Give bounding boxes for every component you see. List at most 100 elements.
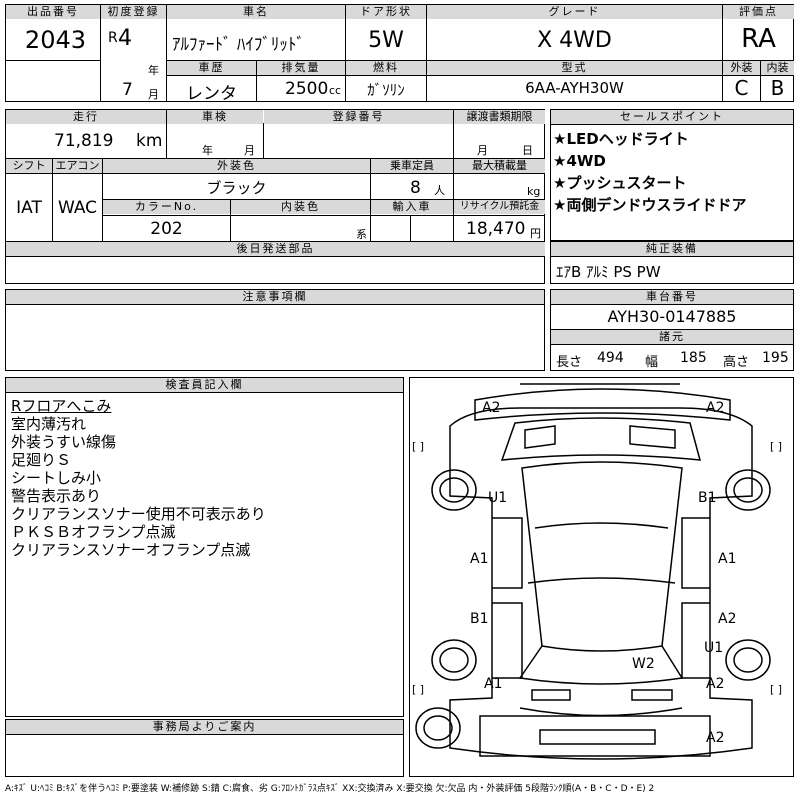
history-value: レンタ — [186, 84, 237, 104]
shift-value: IAT — [16, 198, 42, 218]
sales-point-1: ★LEDヘッドライト — [553, 130, 689, 148]
detail-block — [5, 109, 545, 284]
damage-a2-bottom-right: A2 — [706, 676, 725, 692]
damage-a1-mid-left: A1 — [470, 551, 489, 567]
damage-a1-mid-right: A1 — [718, 551, 737, 567]
dims-label: 諸元 — [551, 330, 793, 345]
inspector-note-8: ＰＫＳＢオフランプ点滅 — [11, 523, 176, 541]
door-label: ドア形状 — [346, 5, 426, 19]
reg-era: R — [108, 30, 118, 46]
width-value: 185 — [680, 350, 707, 366]
lot-label: 出品番号 — [6, 5, 100, 19]
load-label: 最大積載量 — [454, 159, 545, 173]
score-label: 評価点 — [723, 5, 794, 19]
top-block — [5, 4, 794, 102]
model-value: 6AA-AYH30W — [525, 79, 624, 97]
chassis-box — [550, 289, 794, 371]
inspector-note-9: クリアランスソナーオフランプ点滅 — [11, 541, 251, 559]
sales-points-box — [550, 109, 794, 241]
later-parts-label: 後日発送部品 — [6, 242, 545, 256]
damage-diagram: [ ] [ ] [ ] [ ] A2 A2 U1 B1 A1 A1 B1 A2 … — [409, 377, 794, 777]
ext-score: C — [734, 76, 749, 100]
transfer-label: 譲渡書類期限 — [454, 110, 545, 124]
height-label: 高さ — [723, 355, 750, 370]
colorno-value: 202 — [150, 219, 183, 239]
bracket-right-top: [ ] — [770, 440, 783, 453]
inspector-note-5: シートしみ小 — [11, 469, 102, 487]
fuel-label: 燃料 — [346, 61, 426, 75]
reg-year: 4 — [118, 26, 132, 51]
bracket-left-bottom: [ ] — [412, 683, 425, 696]
bracket-right-bottom: [ ] — [770, 683, 783, 696]
shift-label: シフト — [6, 159, 52, 173]
inspector-note-4: 足廻りＳ — [11, 451, 72, 469]
inspector-note-6: 警告表示あり — [11, 487, 102, 505]
reg-label: 初度登録 — [101, 5, 166, 19]
mileage-unit: km — [136, 131, 163, 151]
history-label: 車歴 — [167, 61, 256, 75]
reg-month: 7 — [122, 80, 133, 100]
color-label: 外装色 — [103, 159, 370, 173]
inspector-note-2: 室内薄汚れ — [11, 415, 87, 433]
inspection-label: 車検 — [167, 110, 263, 124]
damage-w2: W2 — [632, 656, 655, 672]
width-label: 幅 — [645, 355, 659, 370]
displacement-label: 排気量 — [257, 61, 345, 75]
recycle-label: リサイクル預託金 — [454, 200, 545, 214]
displacement-unit: cc — [329, 84, 342, 97]
grade-value: X 4WD — [537, 28, 612, 53]
mileage-value: 71,819 — [54, 131, 114, 151]
capacity-value: 8 — [410, 178, 421, 198]
office-box — [5, 719, 404, 777]
car-outline-diagram — [415, 383, 771, 760]
inspection-month: 月 — [244, 144, 255, 157]
transfer-day: 日 — [522, 144, 533, 157]
length-value: 494 — [597, 350, 624, 366]
damage-a2-bottom: A2 — [706, 730, 725, 746]
legend-text: A:ｷｽﾞ U:ﾍｺﾐ B:ｷｽﾞを伴うﾍｺﾐ P:要塗装 W:補修跡 S:錆 … — [5, 784, 655, 794]
bracket-left-top: [ ] — [412, 440, 425, 453]
ac-label: エアコン — [53, 159, 102, 173]
ext-label: 外装 — [723, 61, 760, 75]
fuel-value: ｶﾞｿﾘﾝ — [367, 81, 405, 99]
sales-points-label: セールスポイント — [551, 110, 793, 125]
chassis-number: AYH30-0147885 — [607, 307, 737, 326]
inspector-box — [5, 377, 404, 717]
reg-month-unit: 月 — [148, 88, 159, 101]
damage-b1-left: B1 — [470, 611, 489, 627]
intcolor-label: 内装色 — [231, 200, 370, 214]
score-value: RA — [741, 24, 776, 54]
damage-u1-left: U1 — [488, 490, 508, 506]
plate-label: 登録番号 — [264, 110, 453, 124]
notes-box — [5, 289, 545, 371]
office-label: 事務局よりご案内 — [6, 720, 403, 735]
car-name: ｱﾙﾌｧｰﾄﾞ ﾊｲﾌﾞﾘｯﾄﾞ — [172, 35, 305, 55]
load-unit: kg — [527, 185, 541, 198]
inspection-year: 年 — [202, 144, 213, 157]
inspector-note-3: 外装うすい線傷 — [11, 433, 117, 451]
notes-label: 注意事項欄 — [6, 290, 544, 305]
equipment-value: ｴｱB ｱﾙﾐ PS PW — [556, 263, 661, 281]
grade-label: グレード — [427, 5, 722, 19]
model-label: 型式 — [427, 61, 722, 75]
equipment-label: 純正装備 — [551, 242, 793, 257]
damage-a2-top-left: A2 — [482, 400, 501, 416]
length-label: 長さ — [556, 355, 583, 370]
lot-number: 2043 — [24, 26, 86, 54]
height-value: 195 — [762, 350, 789, 366]
capacity-label: 乗車定員 — [371, 159, 453, 173]
import-label: 輸入車 — [371, 200, 453, 214]
displacement-value: 2500 — [285, 79, 329, 99]
damage-u1-right: U1 — [704, 640, 724, 656]
colorno-label: カラーNo. — [103, 200, 230, 214]
sales-point-4: ★両側デンドウスライドドア — [553, 196, 747, 214]
ac-value: WAC — [57, 198, 98, 218]
damage-a2-right: A2 — [718, 611, 737, 627]
inspector-note-1: Rフロアへこみ — [11, 397, 112, 415]
capacity-unit: 人 — [434, 184, 445, 197]
transfer-month: 月 — [477, 144, 488, 157]
chassis-label: 車台番号 — [551, 290, 793, 305]
equipment-box — [550, 241, 794, 284]
recycle-unit: 円 — [530, 227, 541, 240]
mileage-label: 走行 — [6, 110, 166, 124]
